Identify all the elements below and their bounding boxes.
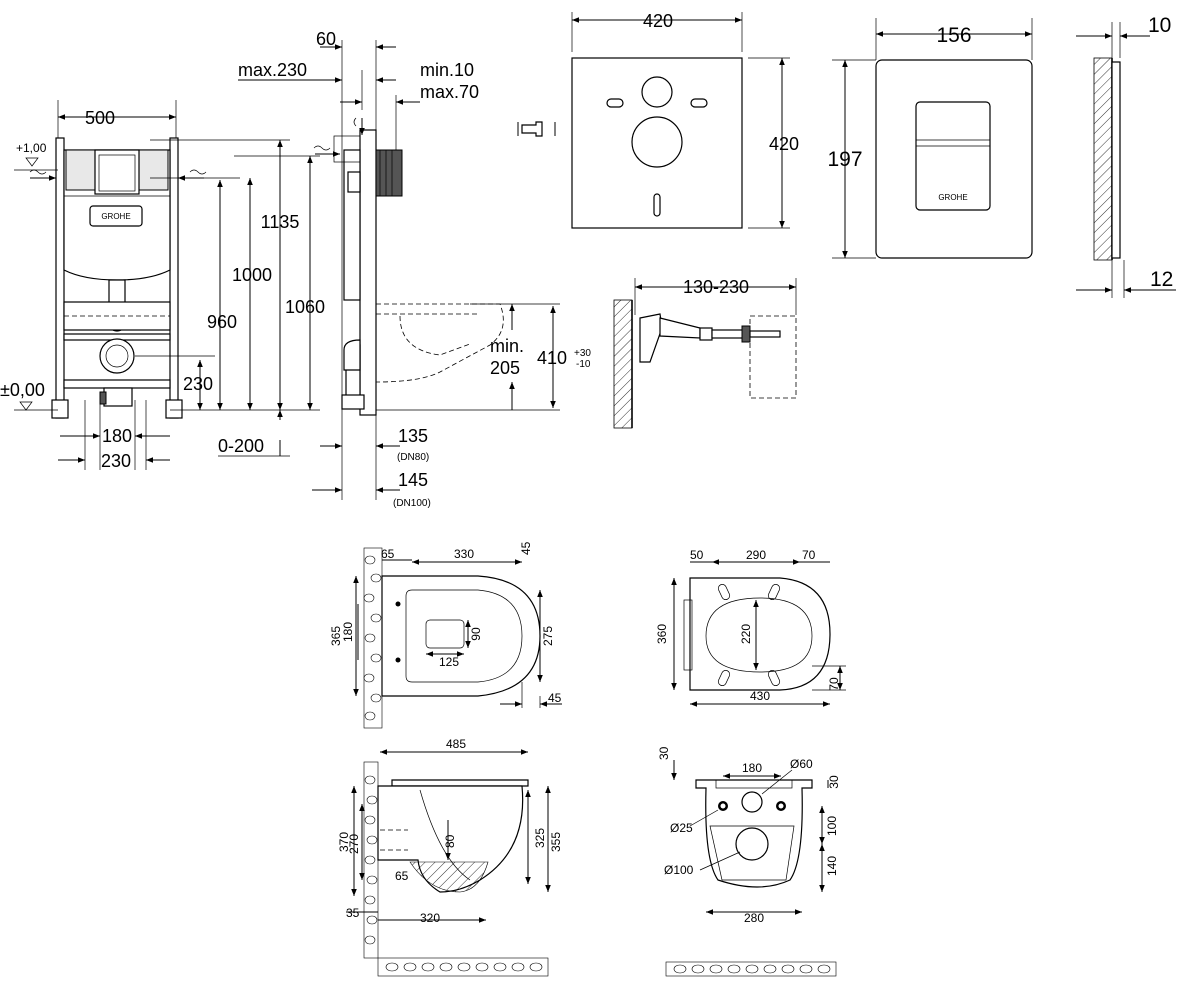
dn80: (DN80): [397, 452, 429, 463]
seat-d290: 290: [746, 548, 766, 562]
dim-max230: max.230: [238, 60, 307, 80]
bowl-top-d275: 275: [541, 626, 555, 646]
flush-plate: 156 197 GROHE: [827, 18, 1033, 259]
tol-plus: +30: [574, 348, 591, 359]
dim-max70: max.70: [420, 82, 479, 102]
bowl-back-o60: Ø60: [790, 757, 813, 771]
seat-d50: 50: [690, 548, 704, 562]
level-zero: ±0,00: [0, 380, 45, 400]
pad-width: 420: [643, 11, 673, 31]
frame-side-view: 60 max.230 min.10 max.70 min. 205: [238, 29, 591, 509]
plate-thickness-12: 12: [1150, 268, 1173, 291]
seat-d70b: 70: [827, 677, 841, 691]
dim-145: 145: [398, 470, 428, 490]
dim-205: 205: [490, 358, 520, 378]
bowl-top-d45a: 45: [519, 541, 533, 555]
seat-top-view: 50 290 70 360 220 430 70: [655, 548, 846, 707]
bowl-side-d35: 35: [346, 906, 360, 920]
seat-d70a: 70: [802, 548, 816, 562]
bolt-range: 130-230: [683, 277, 749, 297]
bowl-side-d370: 370: [337, 832, 351, 852]
dim-1060: 1060: [285, 297, 325, 317]
bowl-top-d90: 90: [469, 627, 483, 641]
bowl-back-d140: 140: [825, 856, 839, 876]
dn100: (DN100): [393, 498, 431, 509]
dim-1135: 1135: [261, 212, 300, 232]
bowl-side-d65: 65: [395, 869, 409, 883]
bowl-top-d45b: 45: [548, 691, 562, 705]
bowl-top-d365: 365: [329, 626, 343, 646]
dim-1000: 1000: [232, 265, 272, 285]
bowl-side-d355: 355: [549, 832, 563, 852]
tol-minus: -10: [576, 359, 591, 370]
level-top: +1,00: [16, 141, 47, 155]
bowl-top-d125: 125: [439, 655, 459, 669]
bowl-side-d80: 80: [443, 834, 457, 848]
dim-h230: 230: [183, 374, 213, 394]
bowl-back-d30a: 30: [657, 746, 671, 760]
bowl-side-view: 80 485 370 270 325 355 65 35 320: [337, 737, 563, 977]
dim-min10: min.10: [420, 60, 474, 80]
dim-960: 960: [207, 312, 237, 332]
bolt-detail: 130-230: [613, 277, 797, 429]
bowl-back-o100: Ø100: [664, 863, 694, 877]
bowl-top-view: 65 330 45 365 180 90 275 125 45: [329, 541, 562, 729]
bowl-back-d30b: 30: [827, 775, 841, 789]
bowl-side-d485: 485: [446, 737, 466, 751]
bowl-back-d180: 180: [742, 761, 762, 775]
dim-min-label: min.: [490, 336, 524, 356]
plate-width: 156: [936, 24, 971, 47]
bowl-side-d270: 270: [347, 834, 361, 854]
flush-plate-side: 10 12: [1076, 14, 1176, 298]
acoustic-pad: 420 420: [517, 11, 799, 229]
bowl-back-d100: 100: [825, 816, 839, 836]
dim-135: 135: [398, 426, 428, 446]
frame-logo: GROHE: [101, 212, 130, 221]
bowl-back-view: 30 180 Ø60 30 Ø25 100 Ø100 140 280: [657, 746, 841, 977]
plate-logo: GROHE: [938, 193, 967, 202]
dim-60: 60: [316, 29, 336, 49]
plate-height: 197: [827, 148, 862, 171]
bowl-side-d320: 320: [420, 911, 440, 925]
dim-0-200: 0-200: [218, 436, 264, 456]
seat-d220: 220: [739, 624, 753, 644]
bowl-back-o25: Ø25: [670, 821, 693, 835]
seat-d430: 430: [750, 689, 770, 703]
pad-height: 420: [769, 134, 799, 154]
bowl-side-d325: 325: [533, 828, 547, 848]
bowl-top-d330: 330: [454, 547, 474, 561]
bowl-back-d280: 280: [744, 911, 764, 925]
bowl-top-d180: 180: [341, 622, 355, 642]
frame-width-label: 500: [85, 108, 115, 128]
plate-thickness-10: 10: [1148, 14, 1171, 37]
bowl-top-d65: 65: [381, 547, 395, 561]
dim-230: 230: [101, 451, 131, 471]
frame-front-view: 500 GROHE +1,00: [0, 100, 325, 471]
seat-d360: 360: [655, 624, 669, 644]
dim-410: 410: [537, 348, 567, 368]
dim-180: 180: [102, 426, 132, 446]
